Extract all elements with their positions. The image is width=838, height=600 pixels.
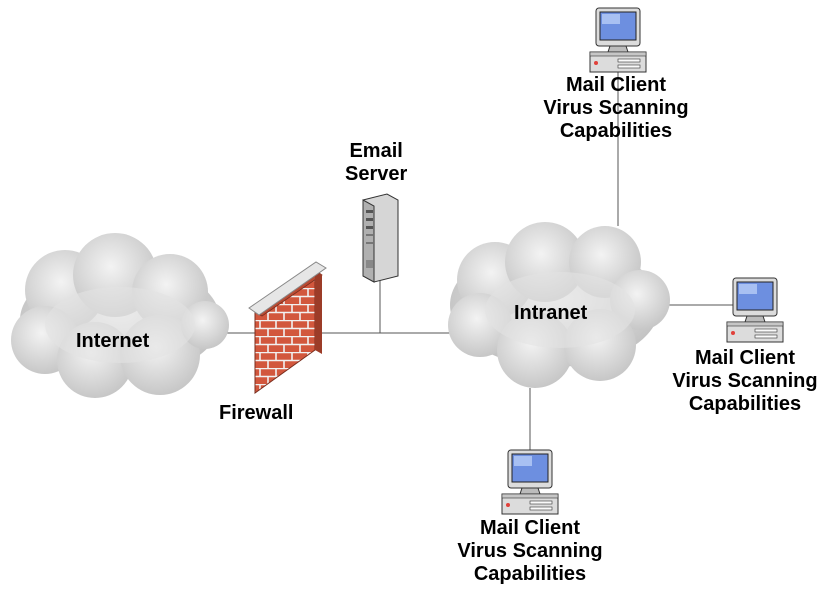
email-server-label-line2: Server <box>345 163 408 185</box>
intranet-label: Intranet <box>514 302 588 324</box>
mail-client-right-computer-icon <box>726 277 784 343</box>
client-label-line3: Capabilities <box>688 393 802 415</box>
email-server-icon <box>362 193 399 283</box>
mail-client-top-computer-icon <box>589 7 647 73</box>
mail-client-right-label: Mail Client Virus Scanning Capabilities <box>652 347 838 416</box>
client-label-line1: Mail Client <box>565 74 666 96</box>
client-label-line3: Capabilities <box>559 120 673 142</box>
client-label-line1: Mail Client <box>479 517 580 539</box>
mail-client-bottom-computer-icon <box>501 449 559 515</box>
client-label-line2: Virus Scanning <box>543 97 689 119</box>
client-label-line2: Virus Scanning <box>457 540 603 562</box>
mail-client-top-label: Mail Client Virus Scanning Capabilities <box>516 74 716 143</box>
firewall-label: Firewall <box>219 402 294 424</box>
firewall-icon <box>248 261 327 394</box>
email-server-label-line1: Email <box>349 140 403 162</box>
intranet-cloud <box>448 222 670 388</box>
email-server-label: Email Server <box>345 140 407 186</box>
internet-cloud <box>11 233 229 398</box>
client-label-line2: Virus Scanning <box>672 370 818 392</box>
client-label-line3: Capabilities <box>473 563 587 585</box>
internet-label: Internet <box>76 330 150 352</box>
client-label-line1: Mail Client <box>694 347 795 369</box>
mail-client-bottom-label: Mail Client Virus Scanning Capabilities <box>430 517 630 586</box>
